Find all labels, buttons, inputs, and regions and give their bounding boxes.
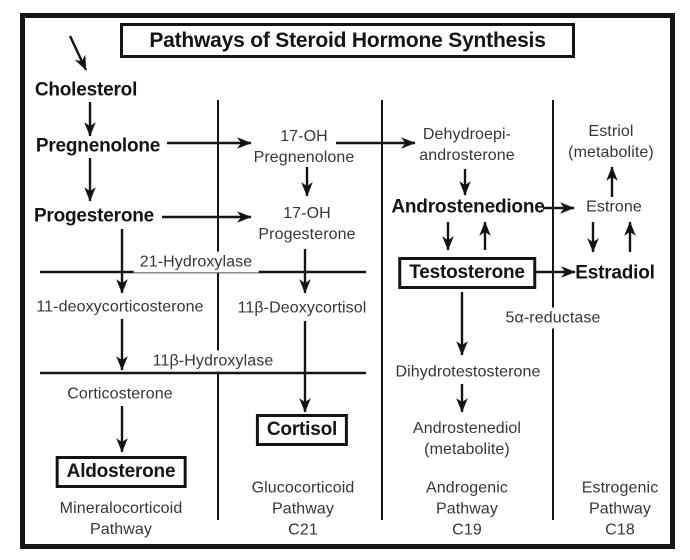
node-17oh-progesterone: 17-OH Progesterone: [258, 205, 356, 243]
node-dihydrotestosterone: Dihydrotestosterone: [395, 363, 541, 381]
node-estriol: Estriol (metabolite): [568, 123, 654, 161]
node-dehydroepiandrosterone: Dehydroepi- androsterone: [419, 126, 515, 164]
arrow-input-to-cholesterol: [68, 35, 88, 71]
node-androstenediol: Androstenediol (metabolite): [412, 420, 522, 458]
node-estradiol: Estradiol: [575, 262, 655, 284]
node-corticosterone: Corticosterone: [67, 385, 173, 403]
enzyme-21-hydroxylase: 21-Hydroxylase: [133, 251, 259, 273]
node-cortisol: Cortisol: [255, 414, 349, 446]
node-aldosterone: Aldosterone: [55, 456, 187, 488]
node-progesterone: Progesterone: [33, 205, 155, 227]
node-testosterone: Testosterone: [398, 257, 536, 289]
pathway-estrogenic: Estrogenic Pathway C18: [581, 479, 659, 539]
node-11b-deoxycortisol: 11β-Deoxycortisol: [237, 299, 367, 317]
node-estrone: Estrone: [586, 198, 642, 216]
node-11-deoxycorticosterone: 11-deoxycorticosterone: [36, 298, 204, 316]
node-17oh-pregnenolone: 17-OH Pregnenolone: [253, 128, 355, 166]
node-cholesterol: Cholesterol: [34, 79, 138, 101]
pathway-androgenic: Androgenic Pathway C19: [426, 479, 508, 539]
enzyme-11b-hydroxylase: 11β-Hydroxylase: [146, 350, 280, 372]
node-androstenedione: Androstenedione: [391, 196, 545, 218]
diagram-border: [20, 13, 675, 549]
enzyme-5a-reductase: 5α-reductase: [499, 307, 607, 329]
node-pregnenolone: Pregnenolone: [35, 135, 161, 157]
pathway-glucocorticoid: Glucocorticoid Pathway C21: [251, 479, 355, 539]
page-title: Pathways of Steroid Hormone Synthesis: [120, 23, 575, 58]
pathway-mineralocorticoid: Mineralocorticoid Pathway: [59, 500, 183, 538]
